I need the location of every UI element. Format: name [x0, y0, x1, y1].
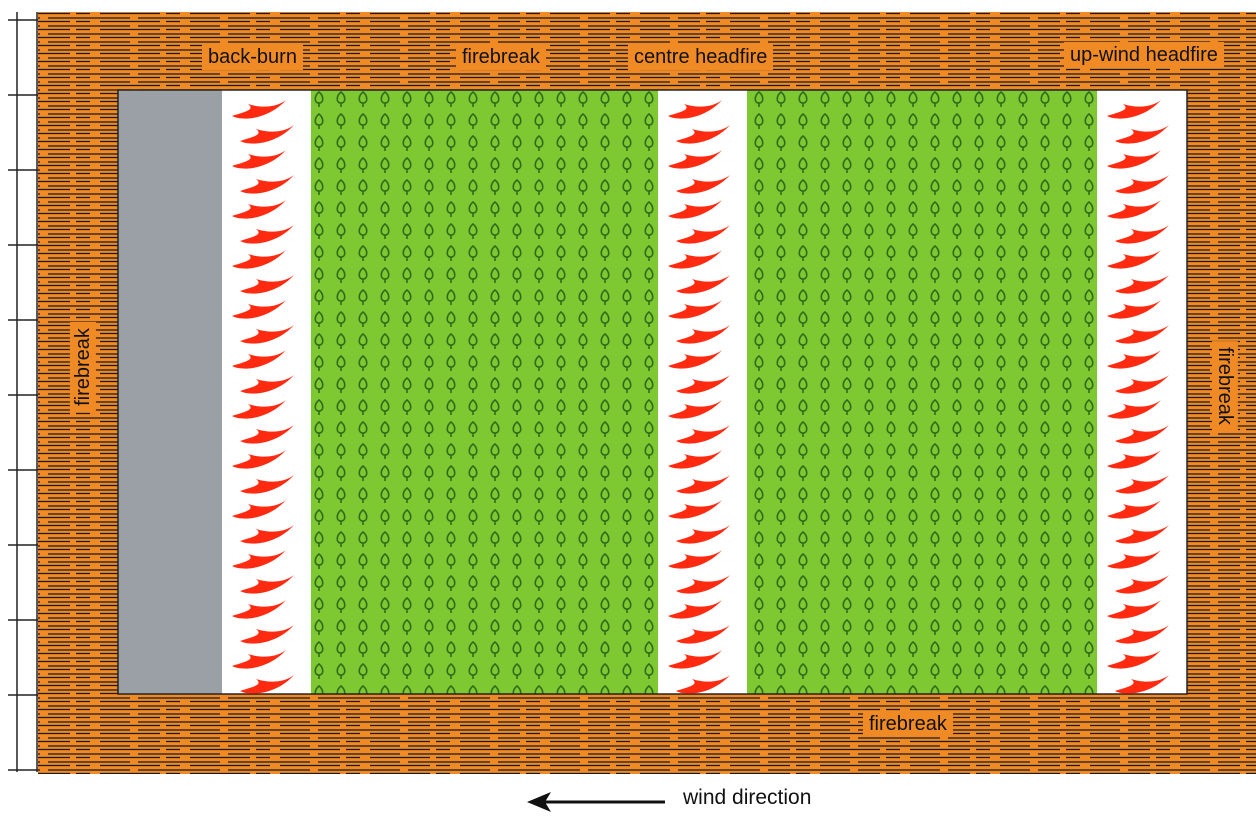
left-arrow-icon	[525, 786, 675, 816]
burnt-area	[118, 90, 222, 694]
label-back-burn: back-burn	[202, 44, 303, 70]
centre-headfire-strip	[658, 90, 747, 694]
wind-indicator: wind direction	[525, 786, 845, 816]
label-firebreak-right: firebreak	[1212, 341, 1238, 431]
label-centre-headfire: centre headfire	[628, 44, 773, 70]
label-firebreak-top: firebreak	[456, 44, 546, 70]
upwind-headfire-strip	[1097, 90, 1187, 694]
wind-direction-label: wind direction	[683, 786, 811, 810]
label-firebreak-bottom: firebreak	[863, 711, 953, 737]
label-firebreak-left: firebreak	[70, 322, 96, 412]
label-upwind-headfire: up-wind headfire	[1064, 42, 1224, 68]
forest-block-right	[747, 90, 1097, 694]
forest-block-left	[311, 90, 658, 694]
back-burn-strip	[222, 90, 311, 694]
